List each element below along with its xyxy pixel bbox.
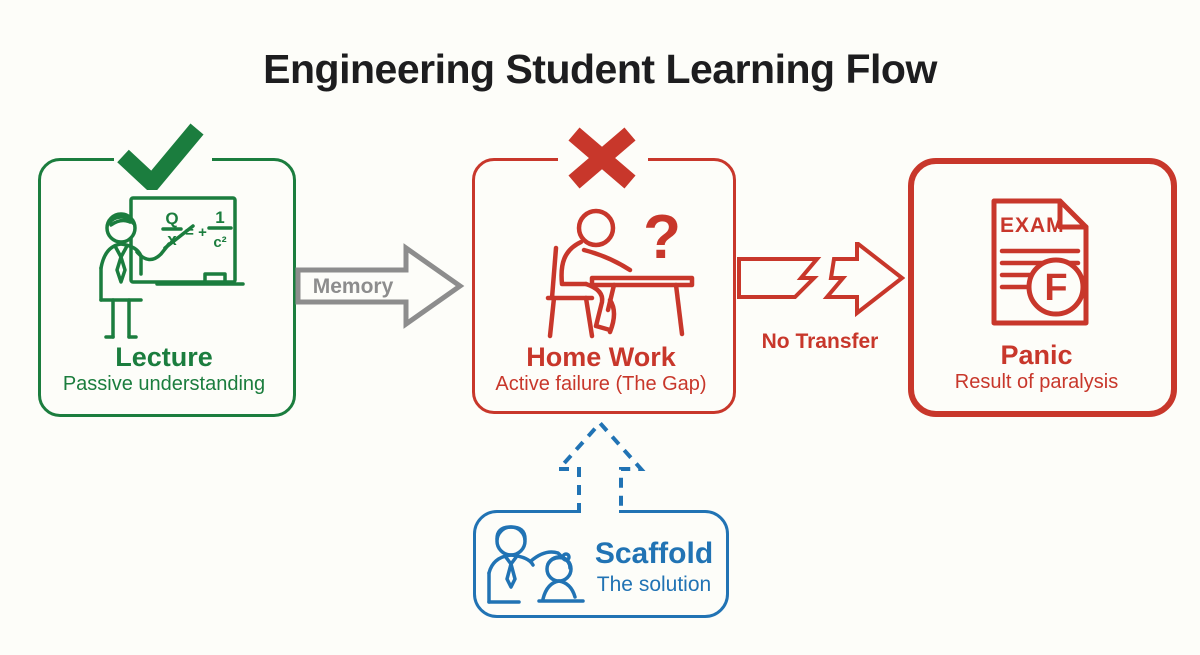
- question-mark: ?: [643, 203, 681, 272]
- lecture-label: Lecture: [115, 342, 213, 372]
- board-formula-operator: = +: [185, 224, 207, 241]
- homework-sublabel: Active failure (The Gap): [495, 373, 707, 395]
- exam-title-text: EXAM: [1000, 214, 1065, 237]
- panic-label: Panic: [1000, 340, 1073, 370]
- no-transfer-arrow-icon: [737, 242, 905, 318]
- exam-paper-icon: EXAM F: [991, 198, 1089, 326]
- no-transfer-arrow-label: No Transfer: [761, 330, 879, 353]
- board-formula-denominator2: c²: [213, 234, 226, 251]
- board-formula-denominator: x: [167, 230, 177, 249]
- memory-arrow-icon: Memory: [295, 243, 465, 329]
- checkmark-icon: [117, 123, 204, 190]
- diagram-title: Engineering Student Learning Flow: [263, 46, 937, 92]
- x-mark-icon: [568, 127, 636, 189]
- panic-sublabel: Result of paralysis: [954, 371, 1119, 393]
- scaffold-sublabel: The solution: [596, 573, 712, 596]
- board-formula-numerator2: 1: [215, 208, 224, 227]
- scaffold-border-gap-mask: [581, 506, 619, 518]
- panic-node-box: [908, 158, 1177, 417]
- memory-arrow-label: Memory: [313, 275, 394, 298]
- exam-grade-text: F: [1044, 267, 1067, 309]
- lecture-sublabel: Passive understanding: [62, 373, 266, 395]
- teacher-blackboard-icon: Q x = + 1 c²: [99, 196, 245, 339]
- board-formula-numerator: Q: [165, 209, 178, 228]
- homework-label: Home Work: [526, 342, 676, 372]
- scaffold-label: Scaffold: [594, 537, 714, 570]
- mentor-student-icon: [487, 525, 585, 604]
- scaffold-text-block: Scaffold The solution: [583, 537, 725, 597]
- student-desk-icon: ?: [545, 203, 695, 339]
- scaffold-dashed-arrow-icon: [554, 419, 646, 513]
